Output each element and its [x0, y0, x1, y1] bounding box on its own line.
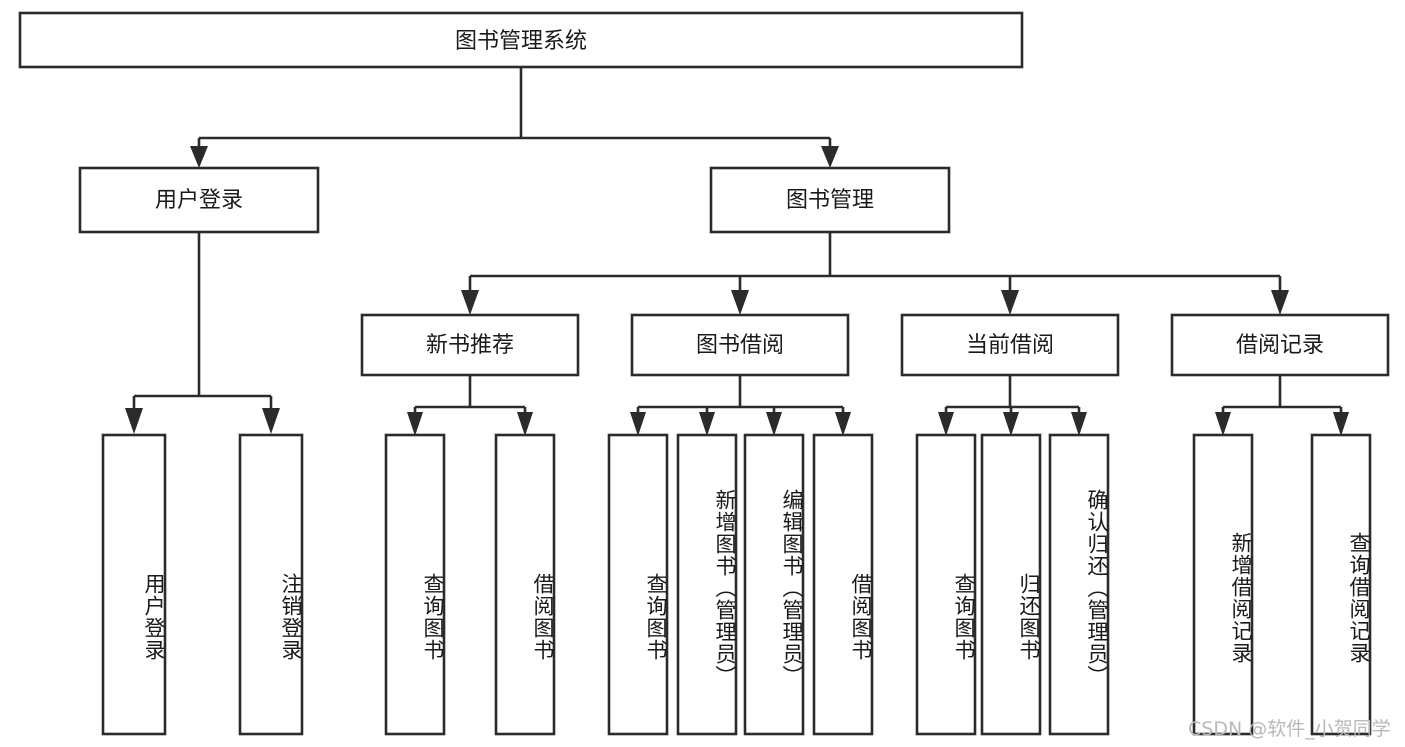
leaf-add-book-box[interactable]: [676, 433, 738, 736]
arrow-to-leaf-edit-book: [766, 412, 782, 436]
leaf-borrow-book-2-label: 借阅图书: [849, 573, 873, 661]
arrow-to-leaf-return-book: [1003, 412, 1019, 436]
arrow-root-to-user-login: [190, 146, 208, 168]
connector-layer: [125, 67, 1349, 436]
leaf-query-book-2-label: 查询图书: [644, 573, 668, 661]
leaf-query-record-box[interactable]: [1310, 433, 1372, 736]
node-root-label: 图书管理系统: [455, 29, 587, 54]
node-current-borrow-box[interactable]: [900, 313, 1120, 377]
arrow-to-leaf-borrow-book-1: [517, 412, 533, 436]
node-book-borrow-label: 图书借阅: [696, 333, 784, 358]
leaf-query-book-3-box[interactable]: [915, 433, 977, 736]
node-borrow-record-label: 借阅记录: [1236, 333, 1324, 358]
node-book-management-label: 图书管理: [786, 188, 874, 213]
arrow-to-leaf-confirm-return: [1071, 412, 1087, 436]
node-layer: 图书管理系统 用户登录 图书管理 新书推荐 图书借阅 当前借阅 借阅记录: [18, 11, 1390, 736]
leaf-confirm-return-label: 确认归还（管理员）: [1085, 489, 1109, 687]
leaf-query-book-1-label: 查询图书: [421, 573, 445, 661]
arrow-root-to-book-management: [821, 146, 839, 168]
node-new-book-recommend-label: 新书推荐: [426, 333, 514, 358]
arrow-to-leaf-query-book-3: [938, 412, 954, 436]
arrow-to-borrow-record: [1271, 290, 1289, 315]
leaf-add-book-label: 新增图书（管理员）: [713, 489, 737, 687]
node-root-box[interactable]: [18, 11, 1024, 69]
arrow-to-leaf-add-record: [1215, 412, 1231, 436]
leaf-borrow-book-2-box[interactable]: [812, 433, 874, 736]
leaf-user-login-box[interactable]: [101, 433, 167, 736]
leaf-edit-book-label: 编辑图书（管理员）: [780, 489, 804, 687]
arrow-to-leaf-borrow-book-2: [835, 412, 851, 436]
arrow-to-leaf-user-login: [125, 408, 143, 434]
leaf-borrow-book-1-box[interactable]: [494, 433, 556, 736]
leaf-logout-login-box[interactable]: [238, 433, 304, 736]
node-user-login-box[interactable]: [78, 166, 320, 234]
leaf-return-book-box[interactable]: [980, 433, 1042, 736]
leaf-query-book-3-label: 查询图书: [952, 573, 976, 661]
leaf-confirm-return-box[interactable]: [1048, 433, 1110, 736]
leaf-query-book-1-box[interactable]: [384, 433, 446, 736]
leaf-query-book-2-box[interactable]: [607, 433, 669, 736]
arrow-to-leaf-logout-login: [262, 408, 280, 434]
leaf-add-record-box[interactable]: [1192, 433, 1254, 736]
leaf-logout-login-label: 注销登录: [279, 573, 303, 661]
node-book-management-box[interactable]: [709, 166, 951, 234]
leaf-borrow-book-1-label: 借阅图书: [531, 573, 555, 661]
leaf-query-record-label: 查询借阅记录: [1347, 532, 1371, 664]
node-current-borrow-label: 当前借阅: [966, 333, 1054, 358]
leaf-return-book-label: 归还图书: [1017, 573, 1041, 661]
arrow-to-leaf-query-book-2: [630, 412, 646, 436]
node-user-login-label: 用户登录: [155, 188, 243, 213]
node-new-book-recommend-box[interactable]: [360, 313, 580, 377]
leaf-edit-book-box[interactable]: [743, 433, 805, 736]
node-book-borrow-box[interactable]: [630, 313, 850, 377]
arrow-to-book-borrow: [731, 290, 749, 315]
leaf-user-login-label: 用户登录: [142, 573, 166, 661]
csdn-watermark: CSDN @软件_小贺同学: [1188, 718, 1391, 740]
arrow-to-leaf-add-book: [699, 412, 715, 436]
arrow-to-leaf-query-book-1: [407, 412, 423, 436]
arrow-to-current-borrow: [1001, 290, 1019, 315]
node-borrow-record-box[interactable]: [1170, 313, 1390, 377]
leaf-add-record-label: 新增借阅记录: [1229, 532, 1253, 664]
arrow-to-new-book-recommend: [461, 290, 479, 315]
arrow-to-leaf-query-record: [1333, 412, 1349, 436]
